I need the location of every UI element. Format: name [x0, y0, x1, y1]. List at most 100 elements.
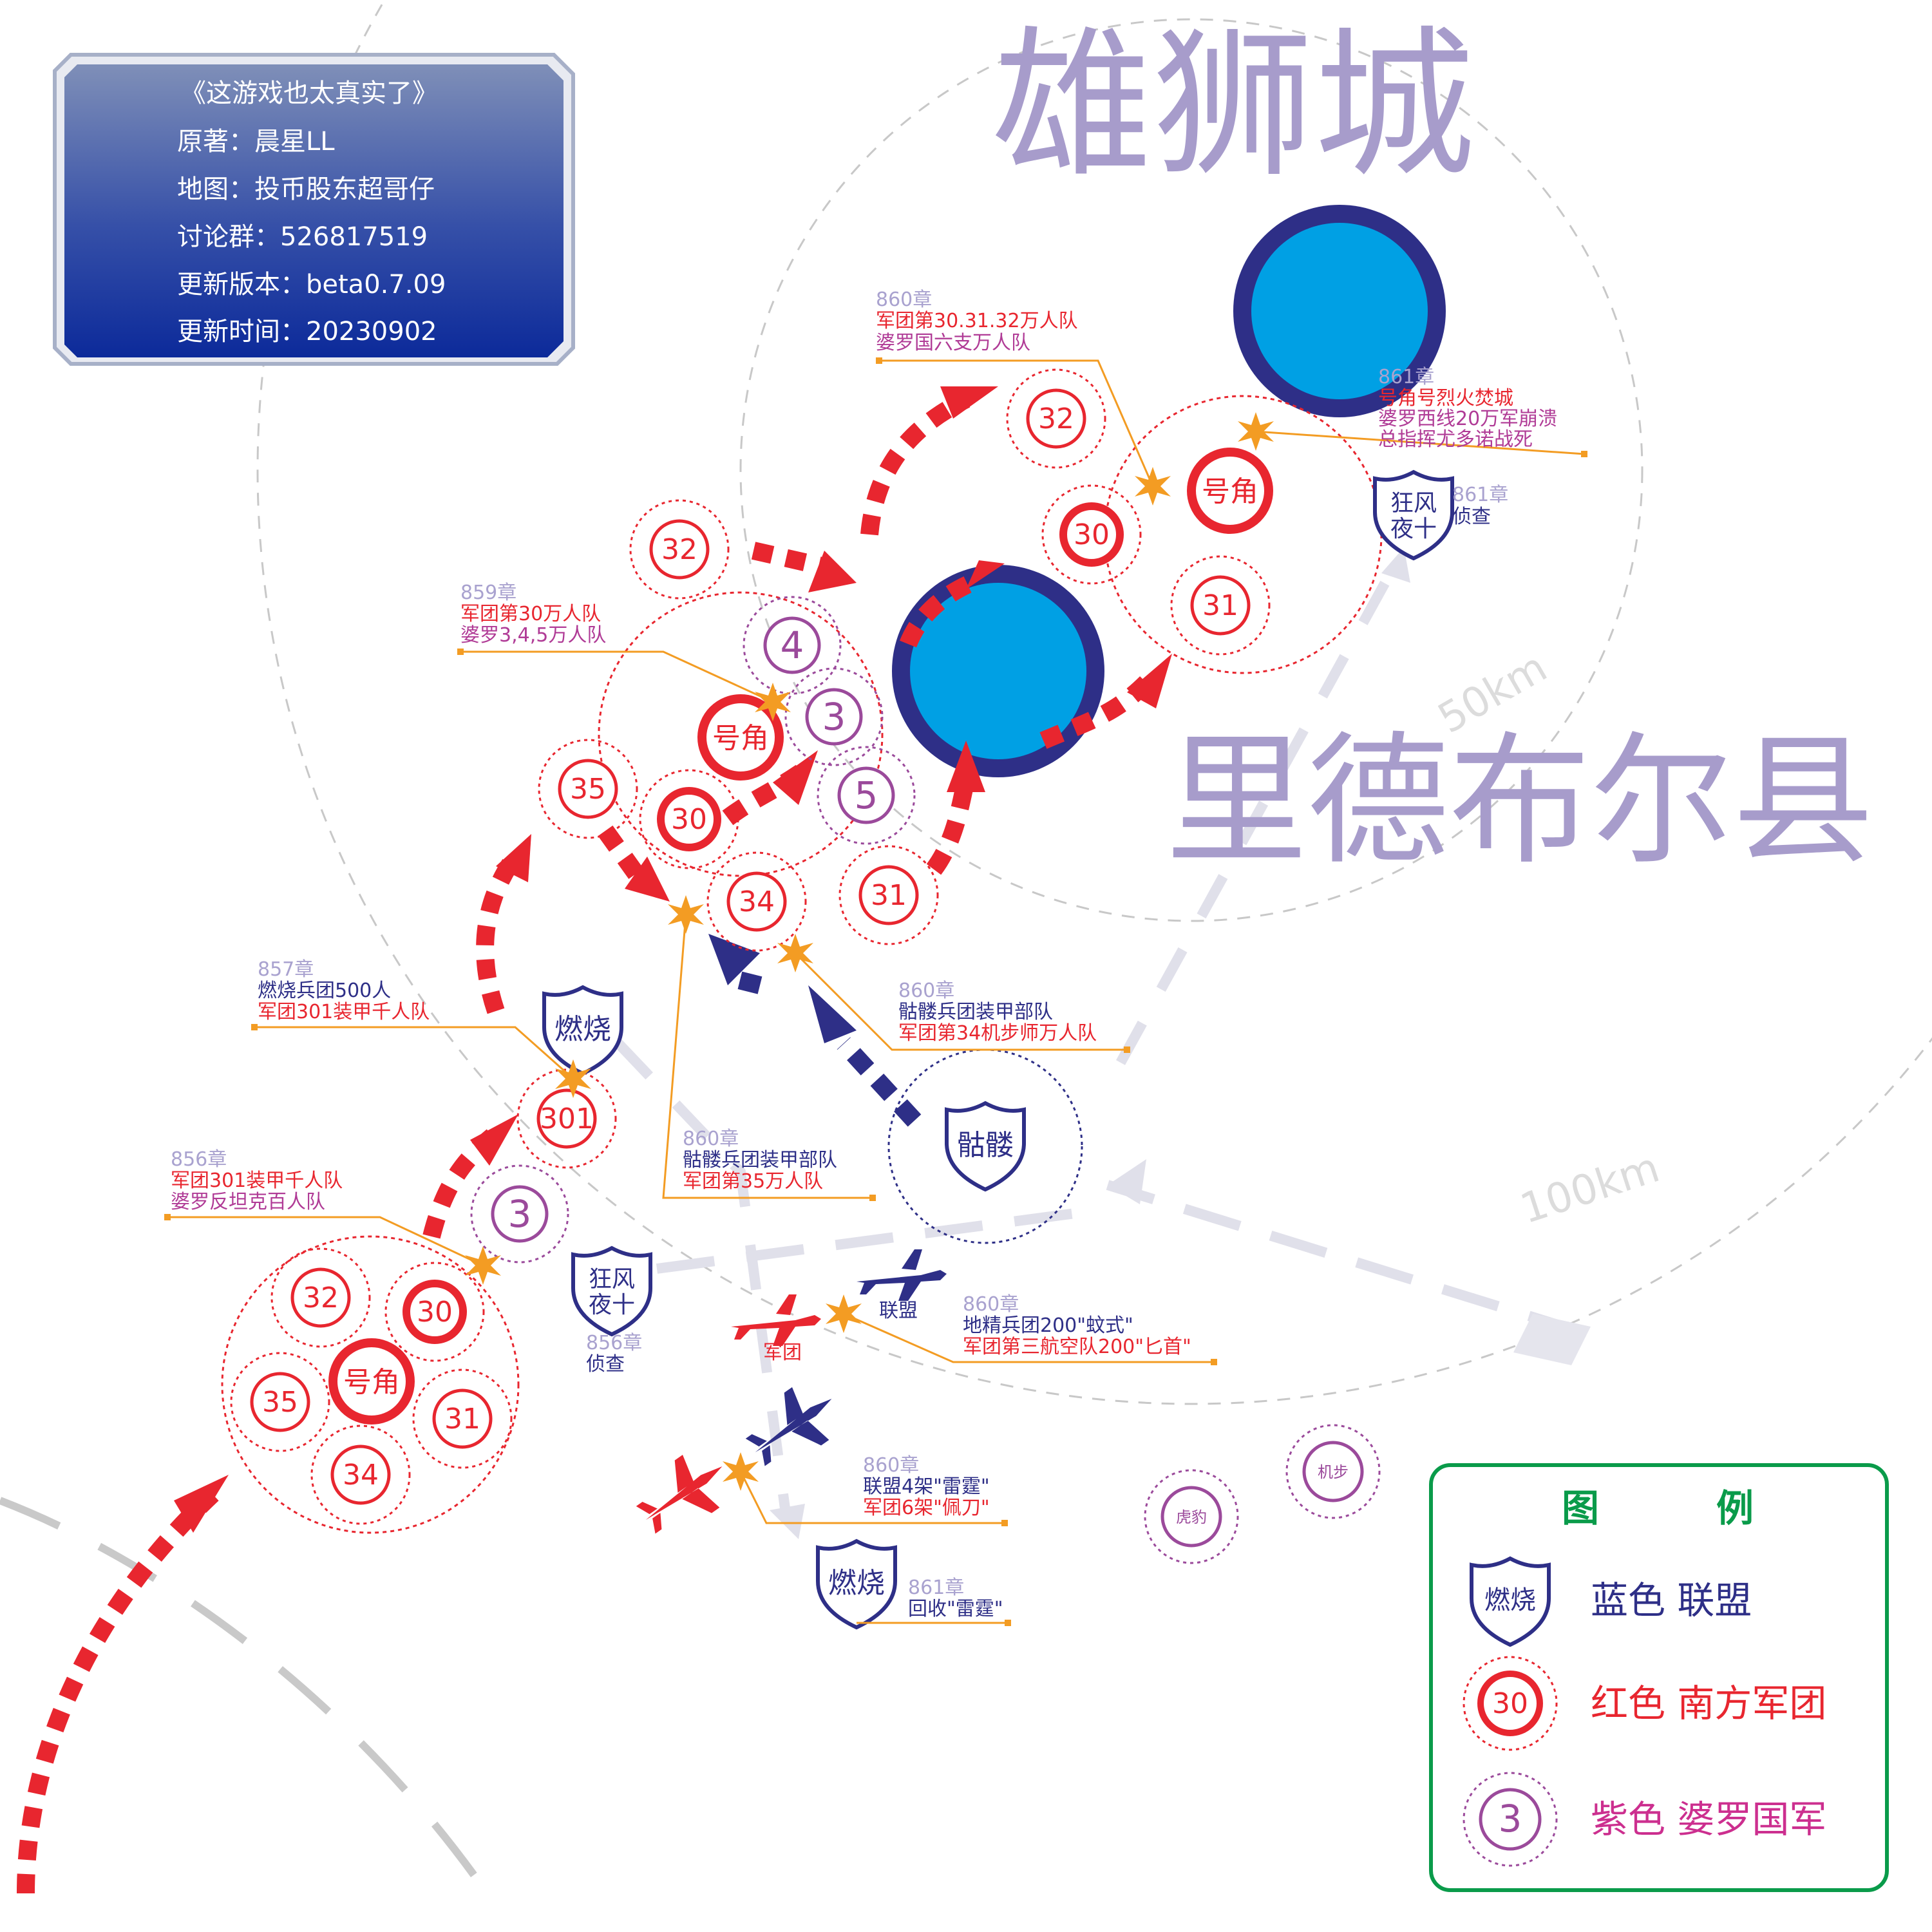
svg-text:34: 34	[343, 1459, 379, 1492]
legion-unit-n35: 35	[538, 739, 638, 839]
jet-sabre-icon	[636, 1454, 723, 1534]
svg-text:32: 32	[303, 1282, 339, 1314]
info-map-by: 地图：投币股东超哥仔	[177, 175, 435, 204]
aircraft-league-label: 联盟	[879, 1300, 918, 1322]
svg-text:30: 30	[1074, 518, 1110, 551]
svg-text:机步: 机步	[1318, 1463, 1349, 1481]
svg-text:32: 32	[661, 533, 697, 566]
svg-text:军团6架"佩刀": 军团6架"佩刀"	[863, 1497, 990, 1519]
svg-text:301: 301	[540, 1103, 594, 1135]
aircraft-legion-plane-icon	[731, 1294, 821, 1346]
aircraft-legion-label: 军团	[763, 1341, 802, 1364]
svg-text:860章: 860章	[898, 980, 954, 1002]
svg-text:30: 30	[671, 803, 707, 836]
svg-text:狂风: 狂风	[1390, 490, 1437, 516]
legion-unit-n31: 31	[1170, 555, 1271, 656]
legion-unit-horn: 号角	[1187, 448, 1273, 534]
ring-50km	[739, 18, 1643, 922]
annotation-860-jets: 860章 联盟4架"雷霆" 军团6架"佩刀"	[863, 1454, 990, 1519]
legend-red-unit-icon: 30	[1463, 1656, 1558, 1751]
label-100km: 100km	[1515, 1144, 1665, 1233]
svg-text:号角号烈火焚城: 号角号烈火焚城	[1378, 387, 1513, 410]
svg-text:859章: 859章	[460, 582, 516, 604]
alliance-advance-paths	[732, 970, 922, 1127]
legend-blue-label: 蓝色 联盟	[1591, 1578, 1752, 1622]
svg-text:总指挥尤多诺战死: 总指挥尤多诺战死	[1378, 428, 1533, 451]
svg-text:地精兵团200"蚊式": 地精兵团200"蚊式"	[963, 1314, 1133, 1337]
info-title: 《这游戏也太真实了》	[180, 79, 438, 108]
svg-text:燃烧: 燃烧	[1484, 1586, 1536, 1615]
legion-unit-n35: 35	[230, 1352, 330, 1452]
city-name-north: 雄狮城	[992, 12, 1475, 199]
svg-text:31: 31	[444, 1403, 480, 1435]
svg-text:军团第35万人队: 军团第35万人队	[683, 1170, 823, 1193]
legion-unit-n30: 30	[384, 1262, 485, 1362]
svg-text:燃烧: 燃烧	[554, 1013, 611, 1046]
legend: 图 例 燃烧 蓝色 联盟 30 红色 南方军团 3 紫色 婆罗国军	[1429, 1463, 1889, 1892]
gray-arrow-head-1	[1108, 1159, 1146, 1204]
annotation-860-air: 860章 地精兵团200"蚊式" 军团第三航空队200"匕首"	[963, 1293, 1191, 1358]
svg-text:夜十: 夜十	[1390, 516, 1437, 542]
annotation-856-301: 856章 军团301装甲千人队 婆罗反坦克百人队	[171, 1148, 343, 1213]
svg-text:号角: 号角	[343, 1366, 400, 1399]
annotation-861-top: 861章 号角号烈火焚城 婆罗西线20万军崩溃 总指挥尤多诺战死	[1378, 366, 1557, 451]
svg-text:狂风: 狂风	[589, 1266, 635, 1293]
scout-paths	[614, 558, 1586, 1515]
legion-unit-n30: 30	[639, 769, 739, 869]
svg-text:856章: 856章	[171, 1148, 227, 1171]
svg-text:婆罗西线20万军崩溃: 婆罗西线20万军崩溃	[1378, 408, 1557, 430]
legion-unit-n31: 31	[412, 1368, 513, 1469]
annotation-860-top: 860章 军团第30.31.32万人队 婆罗国六支万人队	[876, 289, 1078, 354]
shield-wind-861: 狂风 夜十	[1375, 472, 1452, 558]
svg-text:军团第30.31.32万人队: 军团第30.31.32万人队	[876, 310, 1078, 332]
city-county-marker	[892, 565, 1104, 777]
svg-text:婆罗3,4,5万人队: 婆罗3,4,5万人队	[460, 624, 606, 647]
legend-purple-unit-icon: 3	[1463, 1772, 1558, 1867]
info-version: 更新版本：beta0.7.09	[177, 270, 446, 299]
legion-unit-n34: 34	[706, 851, 807, 952]
annotation-856-scout: 856章 侦查	[586, 1332, 642, 1376]
svg-text:860章: 860章	[683, 1128, 739, 1150]
engagement-circle-859	[598, 591, 884, 877]
annotation-861-scout: 861章 侦查	[1452, 484, 1508, 528]
legend-purple-label: 紫色 婆罗国军	[1591, 1797, 1826, 1841]
ring-100km	[256, 0, 1932, 1405]
legion-unit-n32: 32	[1006, 368, 1106, 469]
svg-text:3: 3	[822, 695, 846, 739]
svg-text:31: 31	[1202, 589, 1238, 622]
svg-text:军团第34机步师万人队: 军团第34机步师万人队	[898, 1022, 1097, 1045]
unit-mech: 机步	[1285, 1424, 1381, 1519]
shield-burn-857: 燃烧	[544, 987, 621, 1074]
info-author: 原著：晨星LL	[177, 127, 335, 156]
svg-text:军团第三航空队200"匕首": 军团第三航空队200"匕首"	[963, 1336, 1191, 1358]
svg-text:860章: 860章	[876, 289, 932, 311]
polo-unit-p3: 3	[470, 1164, 569, 1264]
legion-unit-n30: 30	[1041, 484, 1142, 585]
annotation-857: 857章 燃烧兵团500人 军团301装甲千人队	[258, 958, 430, 1023]
shield-burn-861: 燃烧	[818, 1541, 895, 1627]
svg-text:35: 35	[570, 773, 606, 806]
polo-units: 4 35 3	[470, 596, 916, 1264]
alliance-arrowhead-2	[708, 934, 760, 985]
svg-text:燃烧: 燃烧	[828, 1567, 885, 1600]
svg-text:骷髅兵团装甲部队: 骷髅兵团装甲部队	[683, 1149, 837, 1171]
annotation-860-skull: 860章 骷髅兵团装甲部队 军团第34机步师万人队	[898, 980, 1097, 1045]
svg-text:4: 4	[781, 623, 804, 667]
legion-arrowheads	[174, 386, 1172, 1533]
svg-text:861章: 861章	[1378, 366, 1434, 388]
svg-text:34: 34	[739, 886, 775, 918]
city-north-marker	[1233, 205, 1446, 417]
legion-unit-n32: 32	[270, 1247, 371, 1348]
polo-unit-p3: 3	[784, 667, 884, 766]
annotation-859: 859章 军团第30万人队 婆罗3,4,5万人队	[460, 582, 606, 647]
svg-text:861章: 861章	[908, 1577, 964, 1599]
svg-text:号角: 号角	[712, 722, 769, 755]
legend-red-label: 红色 南方军团	[1591, 1681, 1826, 1725]
svg-text:军团301装甲千人队: 军团301装甲千人队	[171, 1170, 343, 1192]
legend-title-left: 图	[1562, 1486, 1599, 1530]
legend-title-right: 例	[1716, 1486, 1754, 1530]
legend-blue-shield-icon: 燃烧	[1472, 1558, 1549, 1645]
jet-thunder-icon	[745, 1387, 832, 1466]
svg-text:31: 31	[871, 879, 907, 912]
